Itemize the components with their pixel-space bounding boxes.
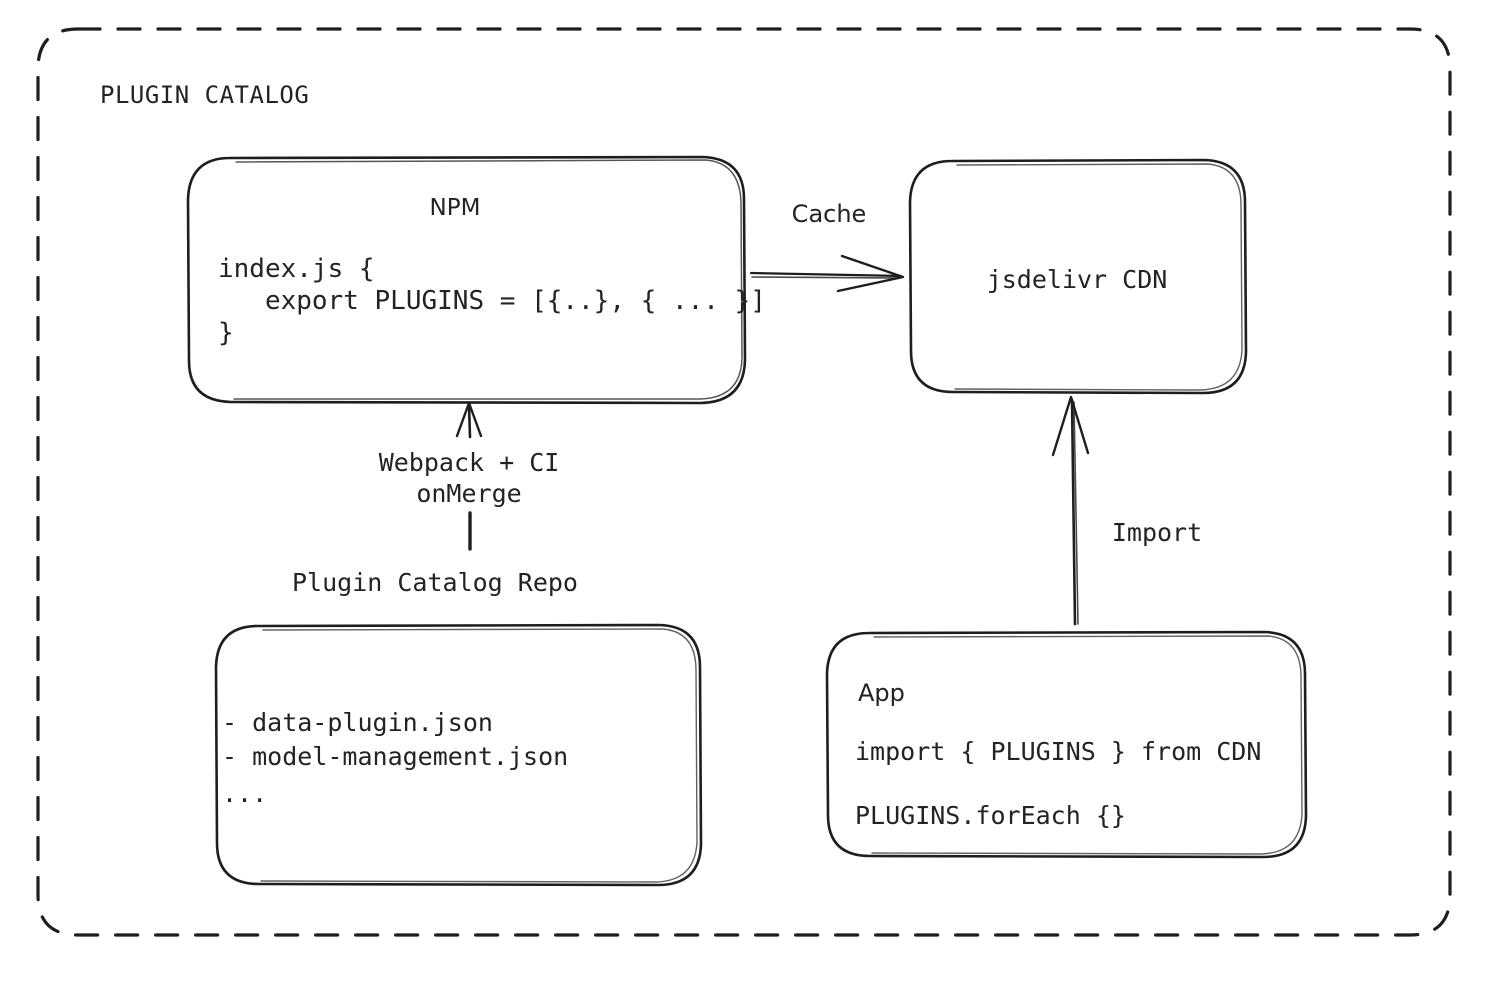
app-code-line-2: PLUGINS.forEach {} (855, 801, 1126, 830)
app-code-line-1: import { PLUGINS } from CDN (855, 737, 1262, 766)
import-edge-label: Import (1111, 518, 1203, 547)
import-arrow-head (1051, 395, 1090, 457)
build-edge-label-line-2: onMerge (416, 479, 522, 508)
cdn-node-title: jsdelivr CDN (986, 265, 1168, 294)
import-arrow-shaft-secondary (1073, 401, 1079, 625)
build-arrow-shaft (467, 403, 472, 439)
cache-arrow-shaft (749, 271, 903, 278)
npm-code-line-3: } (218, 318, 234, 348)
cache-arrow-head (836, 254, 905, 293)
repo-file-item-2: - model-management.json (222, 742, 569, 771)
repo-file-item-3: ... (222, 779, 268, 808)
cache-edge-label: Cache (791, 200, 867, 228)
npm-code-line-2: export PLUGINS = [{..}, { ... }] (218, 286, 766, 316)
cache-arrow-shaft-secondary (751, 276, 900, 279)
repo-file-item-1: - data-plugin.json (222, 708, 493, 737)
npm-node-title: NPM (429, 195, 481, 221)
build-arrow-head (455, 401, 483, 438)
build-edge-label-line-1: Webpack + CI (378, 448, 560, 477)
npm-code-line-1: index.js { (218, 254, 375, 284)
plugin-catalog-group-label: PLUGIN CATALOG (100, 81, 310, 109)
import-arrow-shaft (1070, 398, 1077, 626)
repo-node-title: Plugin Catalog Repo (292, 568, 578, 597)
app-node-title: App (858, 679, 905, 707)
